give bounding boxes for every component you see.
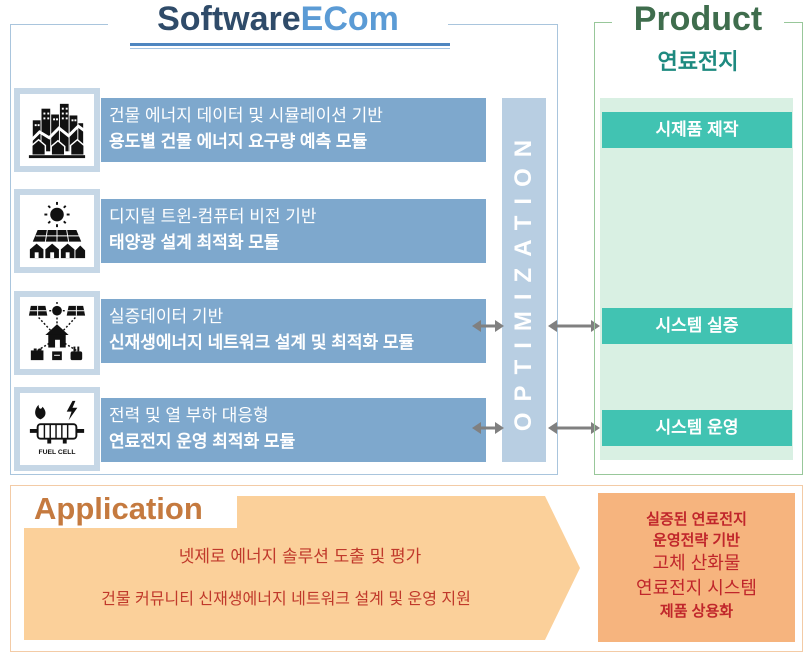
- software-title-main: Software: [157, 0, 301, 38]
- outcome-line: 운영전략 기반: [653, 532, 740, 549]
- house: [45, 324, 69, 348]
- application-line-network-support: 건물 커뮤니티 신재생에너지 네트워크 설계 및 운영 지원: [101, 591, 471, 608]
- ground: [28, 155, 86, 159]
- application-line-net-zero: 넷제로 에너지 솔루션 도출 및 평가: [178, 547, 422, 566]
- stage-prototype: 시제품 제작: [602, 112, 792, 148]
- fuel-cell-icon-graphic: FUEL CELL: [29, 400, 85, 456]
- module-bar-solar-design: 디지털 트윈-컴퓨터 비전 기반 태양광 설계 최적화 모듈: [101, 199, 486, 263]
- city-buildings-icon: [20, 94, 94, 166]
- product-subtitle: 연료전지: [657, 49, 739, 74]
- module-title: 용도별 건물 에너지 요구량 예측 모듈: [109, 132, 368, 151]
- energy-network-icon-graphic: [28, 302, 86, 361]
- plug: [70, 346, 83, 361]
- stage-operation: 시스템 운영: [602, 410, 792, 446]
- fuel-cell-label: FUEL CELL: [38, 449, 75, 456]
- double-arrow-icon: [472, 320, 504, 332]
- module-bar-fuel-cell-operation: 전력 및 열 부하 대응형 연료전지 운영 최적화 모듈: [101, 398, 486, 462]
- houses: [29, 243, 86, 259]
- double-arrow-icon: [548, 320, 600, 332]
- application-title: Application: [34, 491, 203, 526]
- product-title: Product: [612, 0, 784, 40]
- meter: [52, 351, 62, 361]
- windows: [34, 107, 77, 127]
- trend-line: [28, 124, 87, 143]
- flame: [35, 404, 46, 420]
- battery: [30, 348, 44, 361]
- module-icon-frame: [14, 88, 100, 172]
- solar-panel-right: [66, 305, 86, 316]
- double-arrow-icon: [548, 422, 600, 434]
- outcome-line: 고체 산화물: [652, 553, 741, 573]
- house-doors: [34, 252, 70, 259]
- solar-panel-left: [28, 305, 48, 316]
- sun-rays: [44, 201, 70, 228]
- application-panel: [10, 485, 803, 652]
- optimization-bar: OPTIMIZATION: [502, 98, 546, 462]
- module-description: 전력 및 열 부하 대응형: [109, 406, 269, 425]
- module-description: 실증데이터 기반: [109, 307, 224, 326]
- fuel-cell-icon: FUEL CELL: [20, 393, 94, 465]
- lightning-bolt: [66, 400, 78, 421]
- double-arrow-icon: [472, 422, 504, 434]
- module-title: 신재생에너지 네트워크 설계 및 최적화 모듈: [109, 333, 415, 352]
- sun: [50, 207, 64, 222]
- module-description: 건물 에너지 데이터 및 시뮬레이션 기반: [109, 106, 383, 125]
- module-icon-frame: [14, 291, 100, 375]
- panel-grid: [35, 229, 80, 242]
- title-underline-thin: [130, 48, 450, 49]
- stage-demonstration: 시스템 실증: [602, 308, 792, 344]
- optimization-label: OPTIMIZATION: [510, 128, 537, 432]
- city-buildings-icon-graphic: [28, 103, 87, 159]
- module-title: 태양광 설계 최적화 모듈: [109, 233, 280, 252]
- title-underline: [130, 43, 450, 46]
- double-arrow-right: [548, 318, 600, 334]
- houses: [31, 138, 85, 156]
- fuel-cell-device: [29, 423, 85, 444]
- module-icon-frame: [14, 189, 100, 273]
- double-arrow-left: [472, 318, 504, 334]
- software-title-accent: ECom: [300, 0, 399, 38]
- application-arrow: [24, 496, 580, 640]
- solar-houses-icon: [20, 195, 94, 267]
- module-title: 연료전지 운영 최적화 모듈: [109, 432, 296, 451]
- double-arrow-right: [548, 420, 600, 436]
- module-bar-building-energy: 건물 에너지 데이터 및 시뮬레이션 기반 용도별 건물 에너지 요구량 예측 …: [101, 98, 486, 162]
- energy-network-icon: [20, 297, 94, 369]
- outcome-line: 제품 상용화: [659, 603, 734, 620]
- module-bar-network-design: 실증데이터 기반 신재생에너지 네트워크 설계 및 최적화 모듈: [101, 299, 486, 363]
- outcome-box: 실증된 연료전지 운영전략 기반 고체 산화물 연료전지 시스템 제품 상용화: [598, 493, 795, 642]
- outcome-line: 연료전지 시스템: [636, 578, 757, 598]
- module-icon-frame: FUEL CELL: [14, 387, 100, 471]
- solar-houses-icon-graphic: [29, 201, 86, 259]
- double-arrow-left: [472, 420, 504, 436]
- sun: [49, 302, 65, 316]
- software-title: SoftwareECom: [108, 0, 448, 40]
- product-stage-track: [600, 98, 793, 460]
- module-description: 디지털 트윈-컴퓨터 비전 기반: [109, 207, 317, 226]
- outcome-line: 실증된 연료전지: [646, 511, 747, 528]
